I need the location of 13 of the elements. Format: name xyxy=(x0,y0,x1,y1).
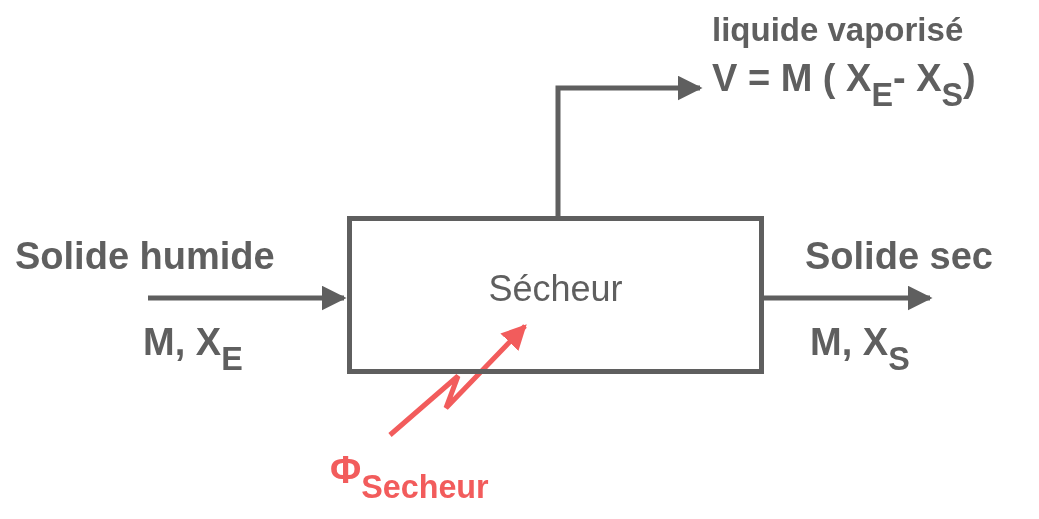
heat-flux-label: Φ$_{Secheur}$ xyxy=(330,450,489,506)
arrow xyxy=(148,285,347,311)
box-label: Sécheur xyxy=(488,269,623,309)
input-label: Solide humide xyxy=(15,236,275,278)
process-box xyxy=(347,216,764,374)
output-label: Solide sec xyxy=(805,236,993,278)
formula: M, X$_{S}$ xyxy=(810,322,910,378)
arrow xyxy=(555,75,703,216)
lightning-arrow xyxy=(388,324,527,437)
output-label: liquide vaporisé xyxy=(712,12,964,49)
formula: M, X$_{E}$ xyxy=(143,322,243,378)
formula: V = M ( X$_{E}$- X$_{S}$) xyxy=(712,58,976,114)
arrow xyxy=(764,285,933,311)
